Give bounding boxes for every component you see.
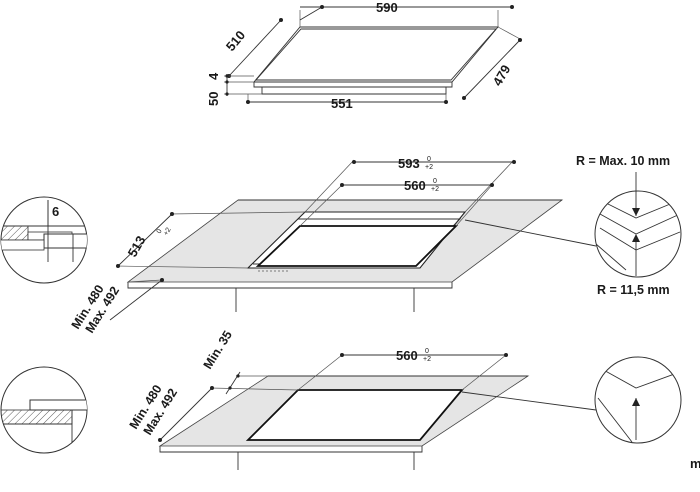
dim-4-label: 4 <box>206 72 221 80</box>
tol-593-top: 0 <box>427 156 431 163</box>
dim-593: 593 0 +2 <box>304 156 516 213</box>
radius-inner-label: R = 11,5 mm <box>597 283 670 297</box>
radius-max-label: R = Max. 10 mm <box>576 154 670 168</box>
dim-551-label: 551 <box>331 96 353 111</box>
tol-513-top: 0 <box>156 228 164 235</box>
dim-513: 513 0 +2 <box>115 211 306 269</box>
tol-513-bottom: +2 <box>163 226 173 237</box>
tol-560b-top: 0 <box>425 348 429 355</box>
dim-560-standard-label: 560 <box>396 348 418 363</box>
detail-flush-corner: R = Max. 10 mm R = 11,5 mm <box>464 154 682 297</box>
dim-560-flush: 560 0 +2 <box>299 178 494 227</box>
unit-fragment: m <box>690 456 700 471</box>
recess-6-label: 6 <box>52 204 59 219</box>
min-35-label: Min. 35 <box>201 328 235 371</box>
dim-depth-left: 510 <box>223 18 283 78</box>
tol-560b-bottom: +2 <box>423 356 431 363</box>
dim-50-label: 50 <box>206 92 221 106</box>
dim-479-label: 479 <box>490 62 514 88</box>
dim-minmax-flush: Min. 480 Max. 492 <box>69 278 164 336</box>
tol-560a-top: 0 <box>433 178 437 185</box>
detail-flush-recess: 6 <box>0 196 88 284</box>
worktop-flush <box>126 199 564 312</box>
dim-depth-right: 479 <box>462 26 523 100</box>
detail-standard-edge <box>0 366 88 454</box>
dim-560-flush-label: 560 <box>404 178 426 193</box>
detail-standard-corner <box>461 356 682 444</box>
dim-width-top: 590 <box>299 0 514 27</box>
dim-width-bottom: 551 <box>246 94 448 111</box>
dim-593-label: 593 <box>398 156 420 171</box>
dim-heights: 4 50 <box>206 72 262 106</box>
dim-590-label: 590 <box>376 0 398 15</box>
worktop-standard <box>158 375 530 470</box>
dim-513-label: 513 <box>125 233 149 259</box>
dim-510-label: 510 <box>223 28 248 54</box>
dim-560-standard: 560 0 +2 <box>297 348 508 391</box>
tol-560a-bottom: +2 <box>431 186 439 193</box>
hob-outline <box>253 26 499 95</box>
tol-593-bottom: +2 <box>425 164 433 171</box>
